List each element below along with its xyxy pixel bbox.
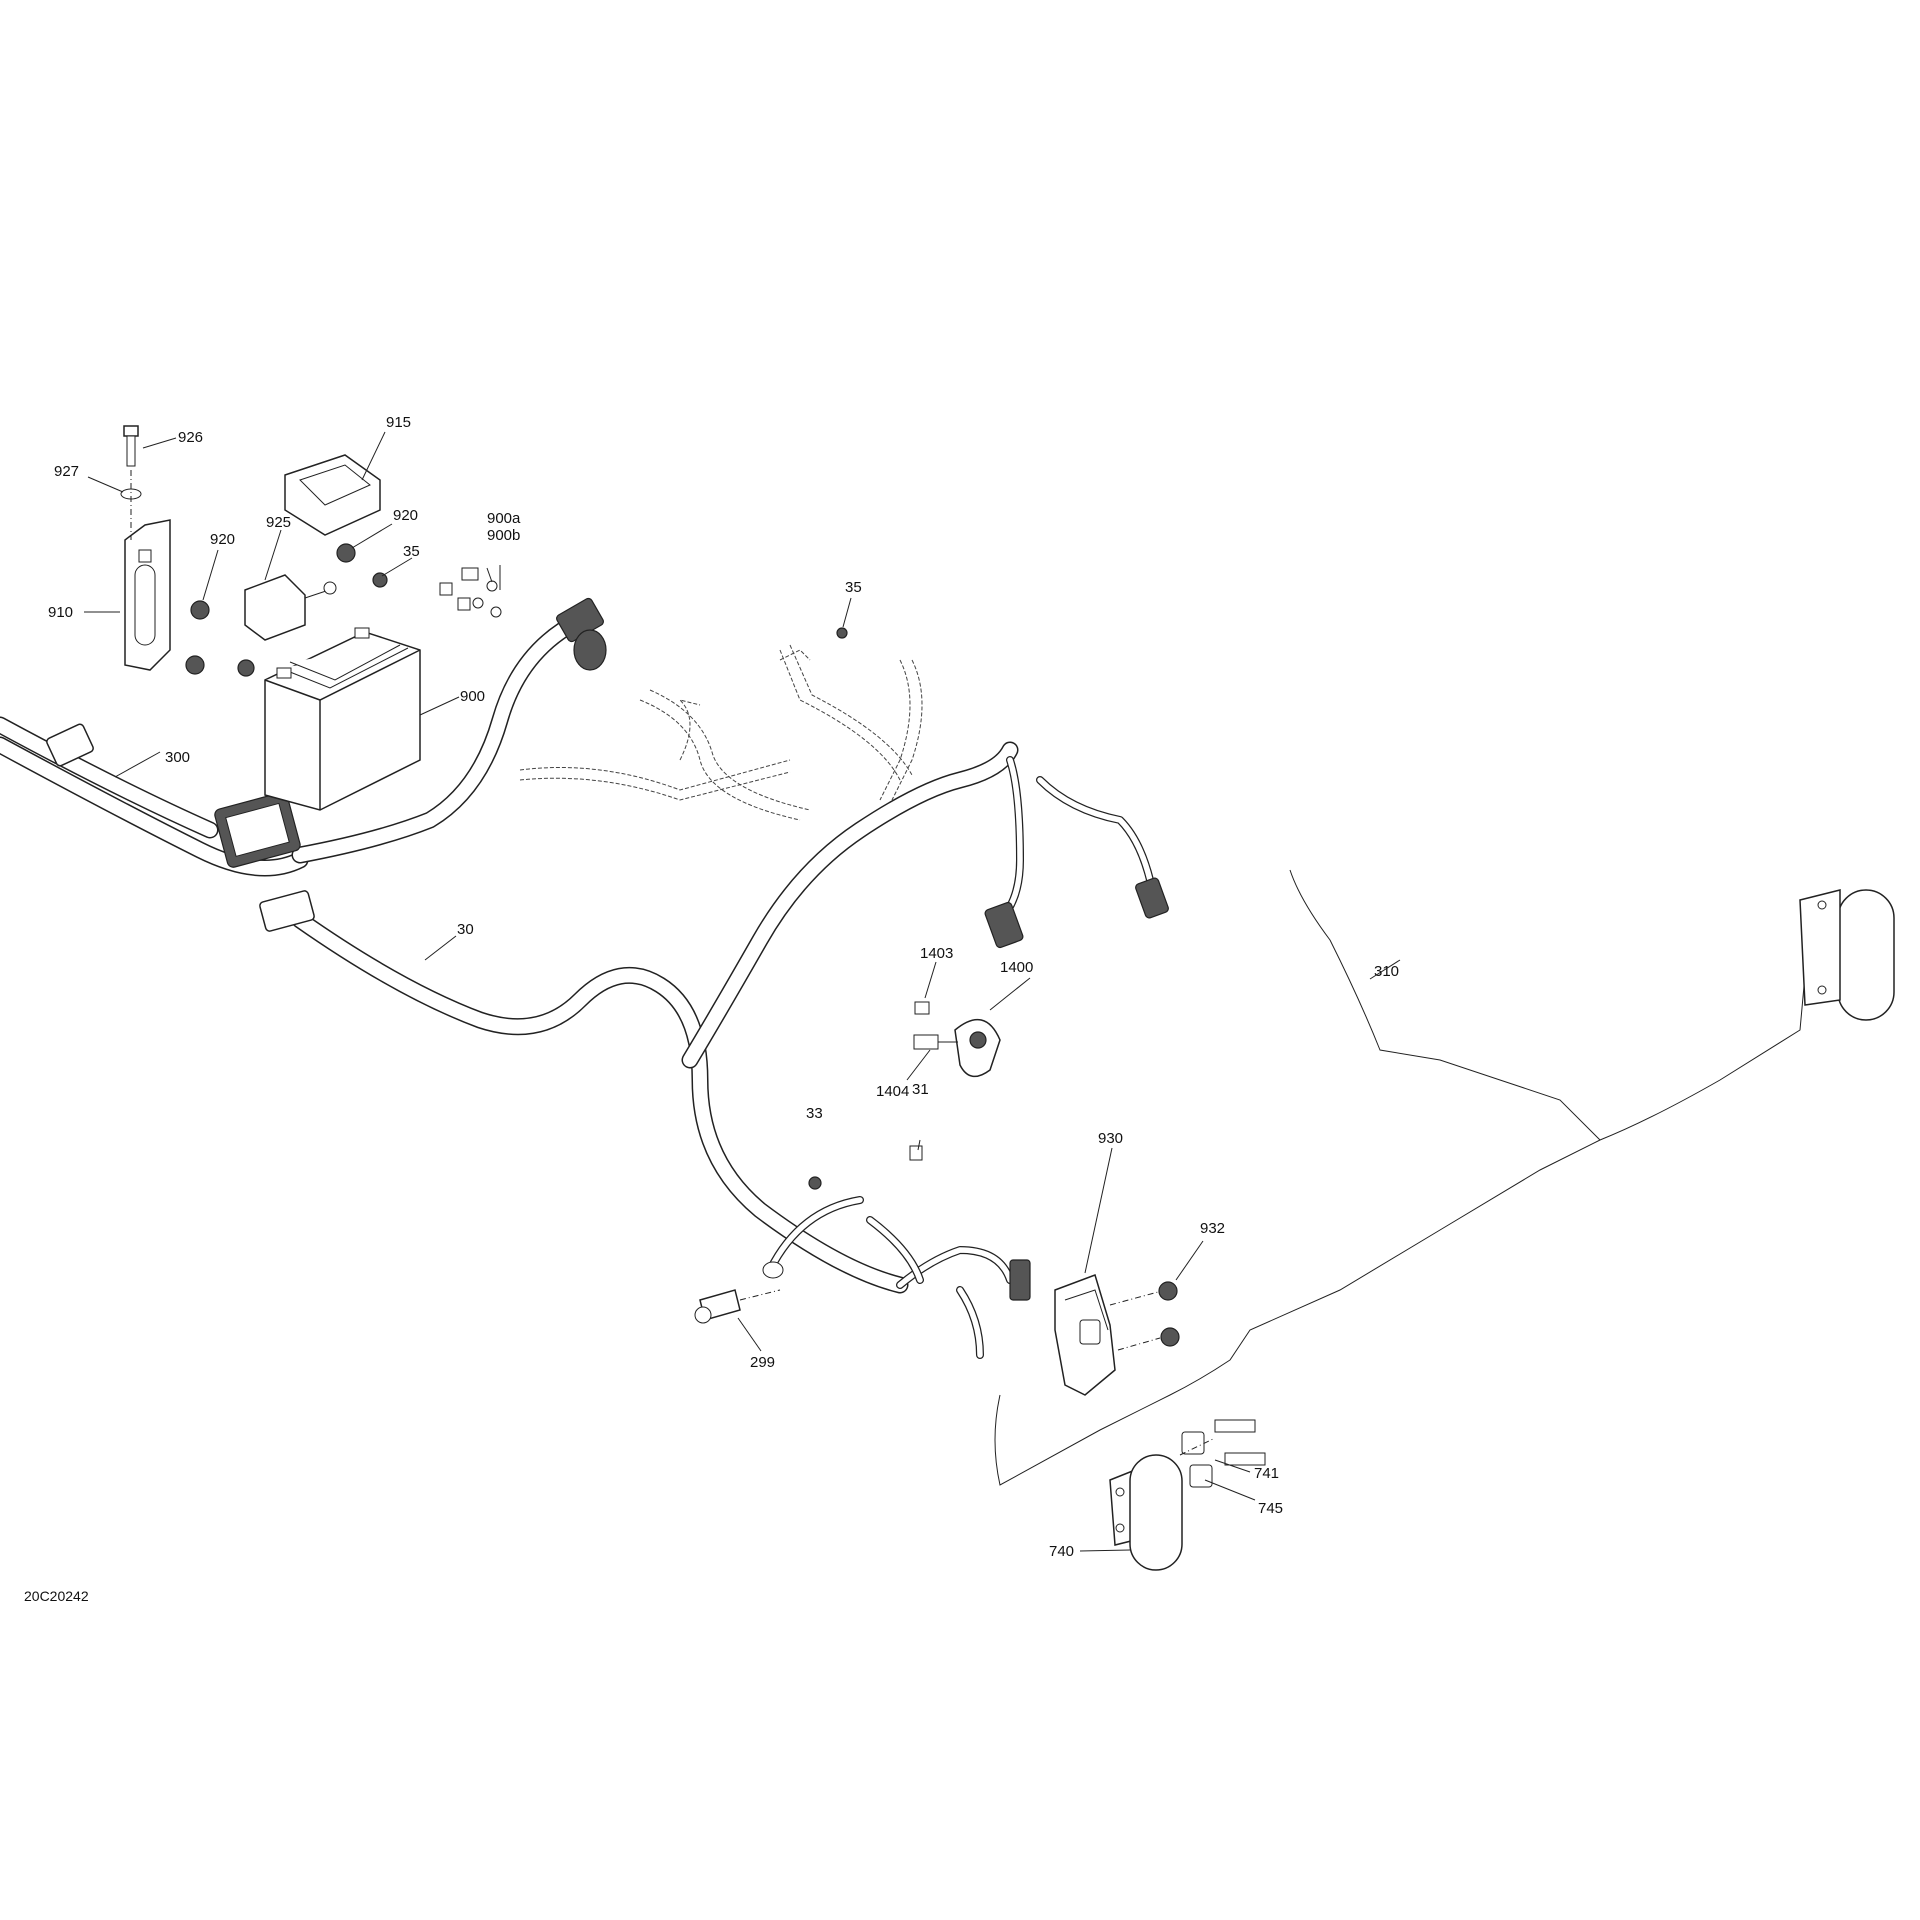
callout-900b: 900b [487,527,520,544]
callout-932: 932 [1200,1220,1225,1237]
main-harness [0,611,1811,1486]
callout-740: 740 [1049,1543,1074,1560]
callout-900a: 900a [487,510,521,527]
callout-745: 745 [1258,1500,1283,1517]
sensor-1400 [913,1001,1001,1078]
callout-30: 30 [457,921,474,938]
callout-310: 310 [1374,963,1399,980]
terminal-cover [244,454,388,641]
frame-outline [519,644,923,821]
callout-1403: 1403 [920,945,953,962]
leader-lines [84,431,1401,1552]
fittings-lower [694,1145,923,1324]
tail-light-rear [1799,889,1895,1021]
callout-1400: 1400 [1000,959,1033,976]
callout-920-left: 920 [210,531,235,548]
control-module [1054,1274,1180,1396]
callout-741: 741 [1254,1465,1279,1482]
callout-927: 927 [54,463,79,480]
callout-1404: 1404 [876,1083,909,1100]
callout-920-right: 920 [393,507,418,524]
callout-35-battery: 35 [403,543,420,560]
terminal-hardware [439,567,502,618]
callout-299: 299 [750,1354,775,1371]
callout-labels: 926 927 915 925 920 920 910 35 900a 900b… [48,414,1399,1560]
callout-910: 910 [48,604,73,621]
figure-id: 20C20242 [24,1588,89,1604]
callout-925: 925 [266,514,291,531]
battery [264,627,421,811]
tail-light-front [1109,1419,1266,1571]
callout-33: 33 [806,1105,823,1122]
nut-upper [836,627,848,639]
callout-300: 300 [165,749,190,766]
battery-bracket [124,519,255,677]
callout-31: 31 [912,1081,929,1098]
callout-915: 915 [386,414,411,431]
callout-35-frame: 35 [845,579,862,596]
bolt-and-washer [120,425,142,540]
callout-930: 930 [1098,1130,1123,1147]
harness-connectors [46,597,1169,1301]
callout-900: 900 [460,688,485,705]
callout-926: 926 [178,429,203,446]
